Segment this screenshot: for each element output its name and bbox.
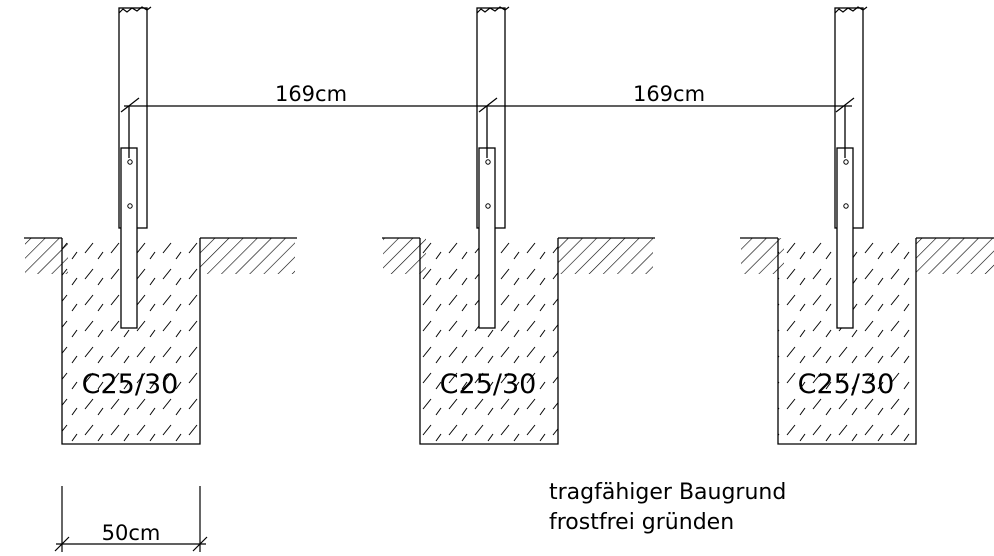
soil-hatch-right bbox=[916, 238, 994, 274]
concrete-foundation bbox=[61, 238, 201, 445]
fence-post-assembly bbox=[382, 6, 655, 445]
post-break-line bbox=[118, 6, 152, 14]
bolt-hole bbox=[843, 203, 849, 209]
fence-post-assembly bbox=[740, 6, 994, 445]
bolt-hole bbox=[127, 203, 133, 209]
soil-hatch-left bbox=[25, 238, 68, 274]
soil-hatch-left bbox=[741, 238, 784, 274]
soil-hatch-right bbox=[558, 238, 653, 274]
bolt-hole bbox=[485, 203, 491, 209]
steel-post-anchor bbox=[836, 147, 854, 329]
note-line-1: tragfähiger Baugrund bbox=[549, 480, 786, 505]
concrete-class-label: C25/30 bbox=[798, 369, 895, 400]
posts-layer bbox=[24, 6, 994, 445]
dimension-post-spacing bbox=[120, 97, 855, 113]
concrete-foundation bbox=[777, 238, 917, 445]
fence-post-assembly bbox=[24, 6, 297, 445]
dimension-label-foundation-width: 50cm bbox=[102, 521, 161, 545]
dimension-label-right: 169cm bbox=[633, 82, 705, 106]
bolt-hole bbox=[127, 159, 133, 165]
concrete-class-label: C25/30 bbox=[440, 369, 537, 400]
concrete-foundation bbox=[419, 238, 559, 445]
soil-hatch-right bbox=[200, 238, 295, 274]
bolt-hole bbox=[485, 159, 491, 165]
bolt-hole bbox=[843, 159, 849, 165]
post-break-line bbox=[476, 6, 510, 14]
steel-post-anchor bbox=[478, 147, 496, 329]
dimension-foundation-width bbox=[54, 486, 208, 552]
concrete-class-label: C25/30 bbox=[82, 369, 179, 400]
note-line-2: frostfrei gründen bbox=[549, 510, 734, 535]
post-break-line bbox=[834, 6, 868, 14]
steel-post-anchor bbox=[120, 147, 138, 329]
dimension-label-left: 169cm bbox=[275, 82, 347, 106]
soil-hatch-left bbox=[383, 238, 426, 274]
